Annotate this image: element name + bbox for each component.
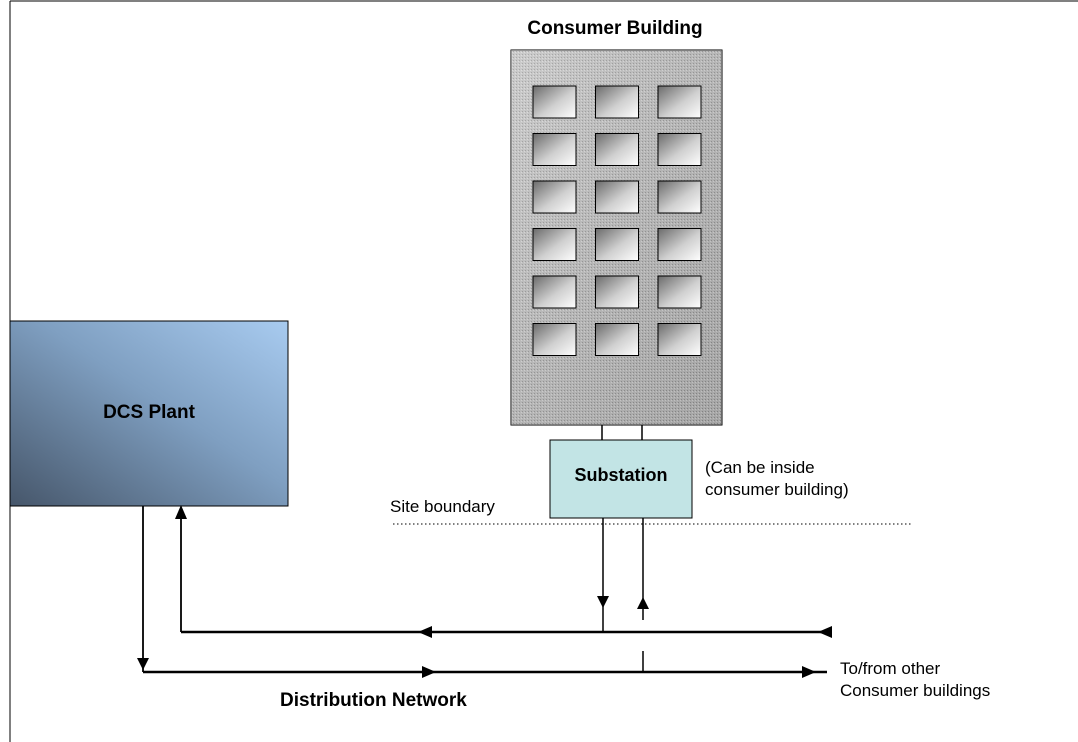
distribution-network-label: Distribution Network	[280, 690, 467, 711]
return-riser-arrow	[175, 505, 187, 519]
building-windows	[532, 85, 702, 356]
other-buildings-label: To/from other Consumer buildings	[840, 659, 991, 700]
building-window	[532, 85, 577, 119]
substation-supply-arrow	[597, 596, 609, 608]
building-window	[595, 85, 639, 119]
building-window	[657, 85, 702, 119]
building-window	[595, 323, 639, 356]
building-window	[657, 180, 702, 214]
plant-supply-drop-arrow	[137, 658, 149, 670]
building-window	[532, 133, 577, 166]
consumer-building	[510, 49, 723, 426]
building-window	[532, 180, 577, 214]
substation-note: (Can be inside consumer building)	[705, 458, 849, 499]
building-window	[657, 228, 702, 261]
dcs-plant-label: DCS Plant	[103, 402, 195, 423]
substation-label: Substation	[574, 465, 668, 485]
return-inlet-arrow	[818, 626, 832, 638]
building-window	[657, 133, 702, 166]
return-main-arrow	[418, 626, 432, 638]
building-window	[657, 275, 702, 309]
supply-outlet-arrow	[802, 666, 816, 678]
building-window	[532, 323, 577, 356]
building-window	[532, 228, 577, 261]
building-window	[595, 133, 639, 166]
supply-main-arrow	[422, 666, 436, 678]
building-window	[595, 180, 639, 214]
building-title: Consumer Building	[527, 18, 703, 39]
dcs-plant-box	[9, 320, 289, 507]
building-window	[532, 275, 577, 309]
substation-box	[549, 439, 693, 519]
building-window	[595, 228, 639, 261]
substation-return-arrow	[637, 597, 649, 609]
building-window	[657, 323, 702, 356]
site-boundary-label: Site boundary	[390, 497, 495, 516]
building-window	[595, 275, 639, 309]
